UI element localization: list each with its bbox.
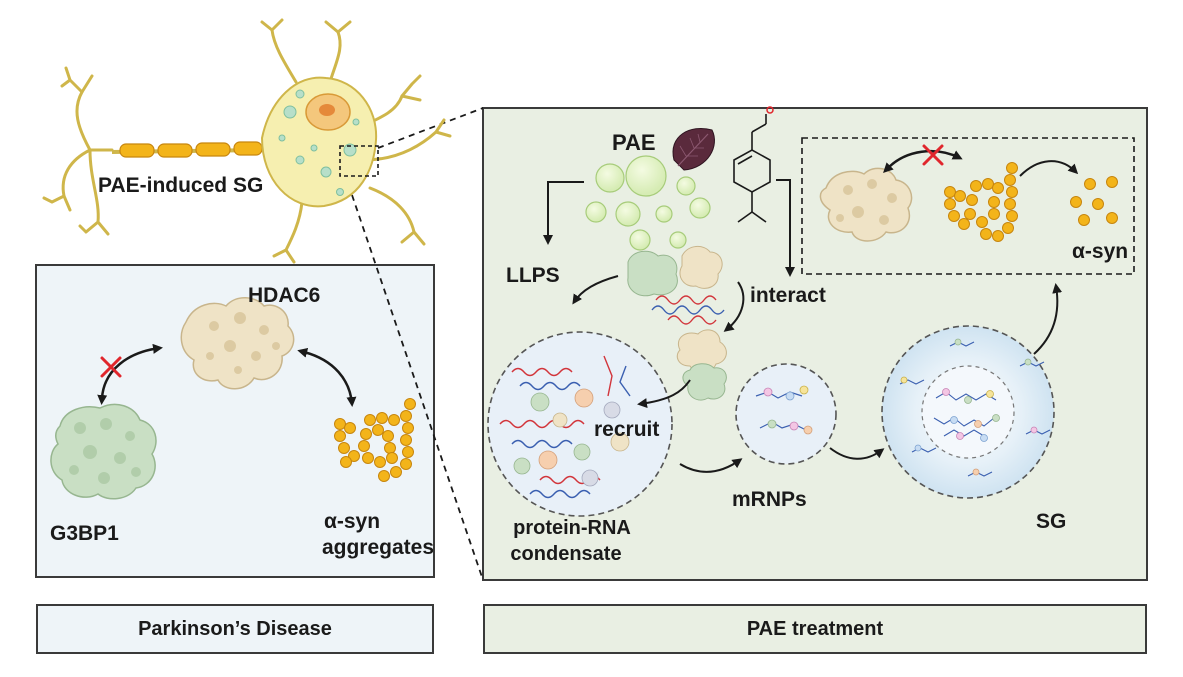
protein-rna-condensate (487, 331, 673, 517)
stress-granule-core (921, 365, 1015, 459)
arrow-condensate-to-mrnps (679, 458, 743, 473)
condensate-contents (499, 355, 631, 499)
label-asyn-inset: α-syn (1072, 240, 1128, 263)
protein-rna-mix (627, 246, 725, 325)
label-recruit: recruit (594, 418, 659, 441)
perilla-leaf-icon (672, 128, 715, 171)
label-g3bp1: G3BP1 (50, 522, 119, 545)
arrow-sg-to-inset (1033, 283, 1063, 355)
inset-asyn-aggregate (944, 162, 1018, 242)
mrnps-granule (735, 363, 837, 465)
inhibit-mark-left (100, 356, 122, 378)
arrow-hdac6-asyn (297, 347, 357, 407)
asyn-aggregate-left (334, 398, 416, 482)
label-asyn-line2: aggregates (322, 536, 434, 559)
label-llps: LLPS (506, 264, 560, 287)
inhibit-mark-inset (922, 144, 944, 166)
label-asyn-line1: α-syn (324, 510, 380, 533)
label-pae-induced-sg: PAE-induced SG (98, 174, 263, 197)
inset-arrow-hdac6-asyn (883, 149, 963, 173)
label-condensate-line2: condensate (510, 543, 621, 565)
arrow-mrnps-to-sg (829, 447, 885, 460)
arrow-interact-curve (723, 281, 745, 332)
g3bp1-protein (50, 403, 157, 500)
label-condensate-line1: protein-RNA (513, 517, 631, 539)
arrow-pae-to-llps (543, 181, 584, 245)
free-asyn-monomers (1070, 176, 1118, 226)
label-sg: SG (1036, 510, 1066, 533)
label-hdac6: HDAC6 (248, 284, 320, 307)
label-interact: interact (750, 284, 826, 307)
aldehyde-oxygen-mark (766, 106, 774, 114)
mrnps-contents (755, 385, 813, 435)
arrow-llps-curve (572, 275, 619, 305)
zoom-line-top (377, 107, 484, 149)
inset-arrow-to-free-asyn (1019, 160, 1079, 177)
llps-droplets (585, 155, 711, 251)
arrow-pae-to-interact (776, 179, 795, 277)
arrow-complex-recruit (637, 379, 691, 409)
neuron-illustration (42, 18, 452, 264)
right-panel-title: PAE treatment (483, 604, 1147, 654)
inset-hdac6-protein (819, 167, 913, 242)
sg-zoom-box (339, 145, 379, 177)
left-panel-title: Parkinson’s Disease (36, 604, 434, 654)
label-pae: PAE (612, 130, 656, 155)
hdac6-protein (180, 297, 295, 390)
pae-molecule-icon (733, 114, 771, 223)
arrow-g3bp1-hdac6 (97, 343, 163, 405)
inset-box (801, 137, 1135, 275)
sg-contents (899, 338, 1051, 477)
zoom-line-bottom (351, 194, 484, 581)
label-mrnps: mRNPs (732, 488, 807, 511)
